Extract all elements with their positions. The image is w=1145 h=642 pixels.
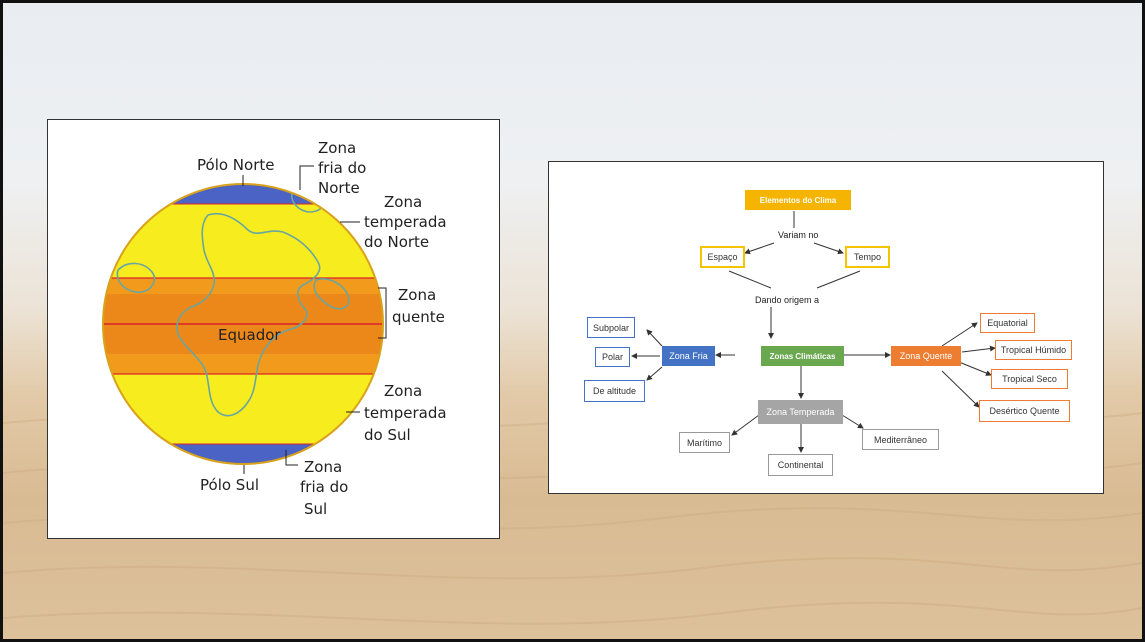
zona-temperada-box: Zona Temperada	[758, 400, 843, 424]
mediterraneo-box: Mediterrâneo	[862, 429, 939, 450]
variam-no-label: Variam no	[778, 230, 819, 240]
desertico-quente-box: Desértico Quente	[979, 400, 1070, 422]
zona-fria-sul-bracket	[285, 450, 298, 466]
zona-temperada-norte-band	[103, 204, 383, 278]
maritimo-box: Marítimo	[679, 432, 730, 453]
zona-temperada-norte-label: Zona temperada do Norte	[364, 193, 451, 251]
equador-label: Equador	[218, 326, 281, 344]
zona-fria-box: Zona Fria	[662, 346, 715, 366]
subpolar-box: Subpolar	[587, 317, 635, 338]
zona-fria-norte-label: Zona fria do Norte	[318, 139, 371, 197]
continental-box: Continental	[768, 454, 833, 476]
zona-quente-bracket	[378, 287, 387, 339]
polo-norte-label: Pólo Norte	[197, 156, 274, 174]
zona-temperada-sul-label: Zona temperada do Sul	[364, 382, 451, 444]
equatorial-box: Equatorial	[980, 313, 1035, 333]
tempo-box: Tempo	[845, 246, 890, 268]
zona-quente-label: Zona quente	[392, 286, 445, 326]
concept-map-arrows	[631, 211, 996, 453]
zonas-climaticas-box: Zonas Climáticas	[761, 346, 844, 366]
zona-fria-norte-bracket	[299, 165, 314, 190]
climate-concept-map: Elementos do Clima Variam no Espaço Temp…	[548, 161, 1104, 494]
polar-box: Polar	[595, 347, 630, 367]
zona-quente-box: Zona Quente	[891, 346, 961, 366]
zona-temperada-sul-band	[103, 374, 383, 444]
dando-origem-label: Dando origem a	[755, 295, 820, 305]
elementos-do-clima-box: Elementos do Clima	[745, 190, 851, 210]
espaco-box: Espaço	[700, 246, 745, 268]
polo-sul-label: Pólo Sul	[200, 476, 259, 494]
tropical-humido-box: Tropical Húmido	[995, 340, 1072, 360]
globe-climate-zones-figure: Pólo Norte Zona fria do Norte Zona tempe…	[47, 119, 500, 539]
tropical-seco-box: Tropical Seco	[991, 369, 1068, 389]
de-altitude-box: De altitude	[584, 380, 645, 402]
zona-fria-sul-label: Zona fria do Sul	[300, 458, 353, 518]
